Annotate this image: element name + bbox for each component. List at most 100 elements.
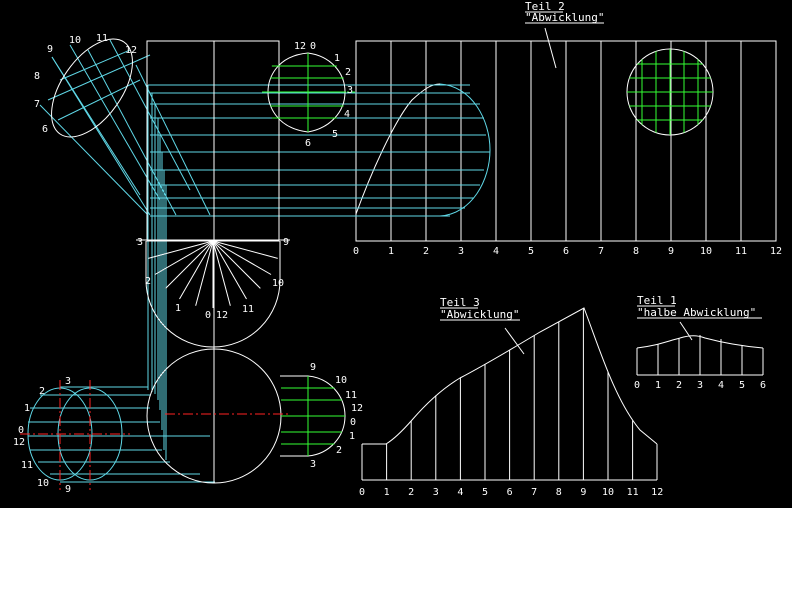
teil2-axis-label: 0 — [353, 246, 359, 257]
left-cylinder-label: 1 — [24, 403, 30, 414]
teil3-axis-label: 4 — [457, 487, 463, 498]
left-cylinder-label: 10 — [37, 478, 49, 489]
half-circle-label: 11 — [242, 304, 254, 315]
teil3-axis-label: 2 — [408, 487, 414, 498]
diag-cylinder-label: 9 — [47, 44, 53, 55]
teil3-subtitle: "Abwicklung" — [440, 308, 519, 321]
teil2-axis-label: 3 — [458, 246, 464, 257]
teil1-axis-label: 5 — [739, 380, 745, 391]
half-circle-label: 12 — [216, 310, 228, 321]
teil3-axis-label: 10 — [602, 487, 614, 498]
right-section-label: 10 — [335, 375, 347, 386]
teil3-axis-label: 6 — [507, 487, 513, 498]
teil1-axis-labels: 0 1 2 3 4 5 6 — [634, 380, 766, 391]
top-section-label: 2 — [345, 67, 351, 78]
teil3-axis-label: 11 — [627, 487, 639, 498]
teil2-axis-label: 8 — [633, 246, 639, 257]
left-cylinder-label: 12 — [13, 437, 25, 448]
teil1-title: Teil 1 — [637, 294, 677, 307]
top-section-label: 0 — [310, 41, 316, 52]
teil2-cut-curve — [355, 83, 441, 215]
sections — [267, 52, 346, 457]
pipe-construction-lines — [27, 39, 491, 483]
teil1-axis-label: 1 — [655, 380, 661, 391]
half-circle-label: 0 — [205, 310, 211, 321]
right-section-label: 3 — [310, 459, 316, 470]
half-circle-fan — [148, 240, 278, 308]
teil3-axis-label: 9 — [580, 487, 586, 498]
teil1-axis-label: 4 — [718, 380, 724, 391]
teil2-axis-label: 6 — [563, 246, 569, 257]
top-section-grid — [270, 53, 346, 132]
teil3-axis-label: 5 — [482, 487, 488, 498]
teil2-axis-label: 7 — [598, 246, 604, 257]
left-cylinder-label: 9 — [65, 484, 71, 495]
teil3-axis-label: 12 — [651, 487, 663, 498]
half-circle-label: 2 — [145, 276, 151, 287]
left-cylinder-label: 0 — [18, 425, 24, 436]
right-section-label: 11 — [345, 390, 357, 401]
teil3-axis-label: 0 — [359, 487, 365, 498]
teil3-axis-label: 3 — [433, 487, 439, 498]
right-section-label: 2 — [336, 445, 342, 456]
teil3-axis-label: 7 — [531, 487, 537, 498]
teil1-generatrix-lines — [657, 335, 743, 375]
teil2-hole-grid — [627, 49, 713, 135]
diag-cylinder-label: 6 — [42, 124, 48, 135]
teil1-development — [636, 321, 764, 376]
teil3-title: Teil 3 — [440, 296, 480, 309]
teil2-axis-label: 5 — [528, 246, 534, 257]
top-section-label: 3 — [347, 85, 353, 96]
right-section-label: 12 — [351, 403, 363, 414]
half-circle-label: 10 — [272, 278, 284, 289]
right-section-label: 9 — [310, 362, 316, 373]
diag-cylinder-label: 7 — [34, 99, 40, 110]
top-section-label: 12 — [294, 41, 306, 52]
diag-cylinder-label: 10 — [69, 35, 81, 46]
right-section-label: 1 — [349, 431, 355, 442]
teil1-subtitle: "halbe Abwicklung" — [637, 306, 756, 319]
teil3-axis-label: 1 — [384, 487, 390, 498]
teil2-leader — [544, 27, 557, 69]
teil1-axis-label: 0 — [634, 380, 640, 391]
teil2-axis-label: 1 — [388, 246, 394, 257]
teil2-title: Teil 2 — [525, 0, 565, 13]
teil1-axis-label: 6 — [760, 380, 766, 391]
top-section-label: 5 — [332, 129, 338, 140]
left-cylinder-label: 2 — [39, 386, 45, 397]
right-section-grid — [281, 376, 345, 456]
right-section-label: 0 — [350, 417, 356, 428]
top-section-label: 1 — [334, 53, 340, 64]
diag-cylinder-label: 11 — [96, 33, 108, 44]
teil2-axis-label: 10 — [700, 246, 712, 257]
left-cylinder-label: 3 — [65, 376, 71, 387]
half-circle-label: 3 — [137, 237, 143, 248]
teil1-axis-label: 3 — [697, 380, 703, 391]
teil2-axis-label: 4 — [493, 246, 499, 257]
teil1-axis-label: 2 — [676, 380, 682, 391]
pipe-outline — [51, 38, 290, 484]
teil3-axis-label: 8 — [556, 487, 562, 498]
teil2-subtitle: "Abwicklung" — [525, 11, 604, 24]
teil2-axis-label: 2 — [423, 246, 429, 257]
diag-cylinder-label: 8 — [34, 71, 40, 82]
teil2-axis-label: 9 — [668, 246, 674, 257]
half-circle-label: 9 — [283, 237, 289, 248]
teil2-axis-label: 11 — [735, 246, 747, 257]
teil2-axis-label: 12 — [770, 246, 782, 257]
diag-cylinder-label: 12 — [125, 45, 137, 56]
center-lines — [20, 380, 290, 490]
teil3-development — [361, 307, 658, 481]
top-section-label: 4 — [344, 109, 350, 120]
teil2-generatrix-lines — [390, 41, 742, 241]
left-cylinder-label: 11 — [21, 460, 33, 471]
half-circle-label: 1 — [175, 303, 181, 314]
top-section-label: 6 — [305, 138, 311, 149]
teil3-generatrix-lines — [386, 308, 634, 480]
teil2-development — [355, 27, 777, 242]
